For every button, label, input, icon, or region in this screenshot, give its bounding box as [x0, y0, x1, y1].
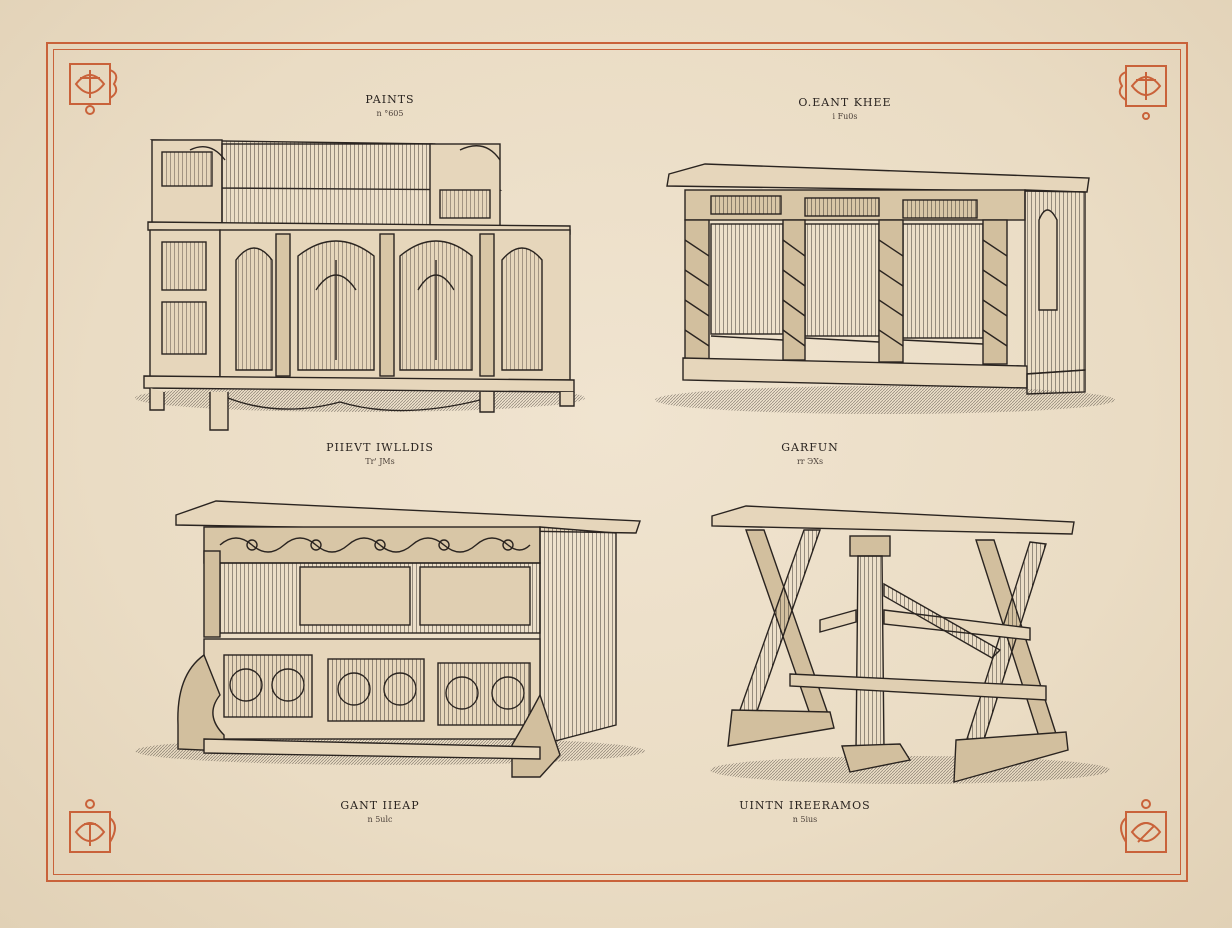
caption-chest-lower: GARFUN rr ЭXs	[760, 441, 860, 466]
caption-title: PIIEVT IWLLDIS	[326, 441, 434, 454]
corner-ornament-top-left-icon	[69, 63, 118, 115]
caption-title: O.EANT KHEE	[798, 96, 892, 109]
caption-sideboard-lower: PIIEVT IWLLDIS Tr' JMs	[300, 441, 460, 466]
plate-border-outer	[46, 42, 1188, 882]
caption-buffet: GANT IIEAP n 5ulc	[320, 799, 440, 824]
corner-ornament-bottom-right-icon	[1120, 799, 1167, 853]
caption-title: GANT IIEAP	[340, 799, 420, 812]
plate-border-inner	[53, 49, 1181, 875]
trestle-table-illustration	[710, 505, 1110, 784]
carved-chest-illustration	[655, 163, 1115, 414]
caption-subtitle: n 5ulc	[367, 815, 393, 824]
corner-ornament-bottom-left-icon	[69, 799, 116, 853]
caption-subtitle: n °605	[376, 109, 404, 118]
caption-trestle-table: UINTN IREERAMOS n 5ius	[720, 799, 890, 824]
caption-subtitle: i Fu0s	[832, 112, 858, 121]
caption-subtitle: Tr' JMs	[365, 457, 395, 466]
corner-ornament-top-right-icon	[1118, 65, 1167, 120]
caption-title: GARFUN	[781, 441, 839, 454]
caption-sideboard: PAINTS n °605	[320, 93, 460, 118]
gothic-sideboard-illustration	[135, 139, 585, 431]
carved-buffet-illustration	[135, 500, 645, 778]
caption-title: PAINTS	[365, 93, 415, 106]
caption-subtitle: n 5ius	[792, 815, 818, 824]
caption-subtitle: rr ЭXs	[796, 457, 824, 466]
caption-chest: O.EANT KHEE i Fu0s	[770, 96, 920, 121]
caption-title: UINTN IREERAMOS	[739, 799, 871, 812]
